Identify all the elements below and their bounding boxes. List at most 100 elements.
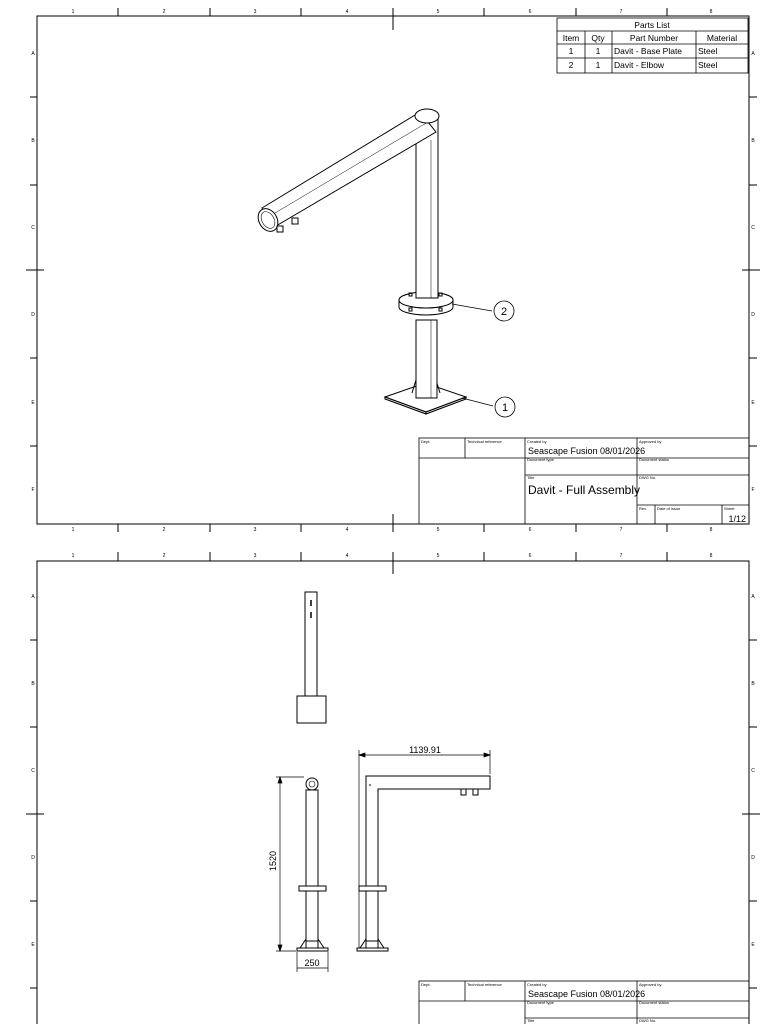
drawing-sheet-2: 1 2 3 4 5 6 7 8 A B C D E A B C D E (0, 544, 768, 1029)
zone-row-label: E (751, 942, 755, 948)
zone-col-label: 7 (620, 527, 623, 533)
tb-label: Document type (527, 457, 555, 462)
tb-label: DWG No. (639, 1018, 656, 1023)
zone-col-label: 5 (437, 527, 440, 533)
zone-col-label: 8 (710, 9, 713, 15)
title-block (418, 437, 750, 525)
title-block (418, 980, 750, 1029)
tb-created-by: Seascape Fusion 08/01/2026 (528, 446, 645, 456)
zone-row-label: E (751, 400, 755, 406)
zone-col-label: 8 (710, 527, 713, 533)
zone-row-label: B (751, 138, 755, 144)
zone-row-label: B (31, 681, 35, 687)
tb-label: Created by (527, 982, 547, 987)
zone-row-label: D (751, 312, 755, 318)
zone-row-label: E (31, 400, 35, 406)
drawing-border (36, 560, 750, 1029)
davit-isometric-view (257, 108, 468, 415)
zone-col-label: 2 (163, 553, 166, 559)
zone-row-label: D (31, 855, 35, 861)
sheet-1-svg: 1 2 3 4 5 6 7 8 1 2 3 4 5 6 7 8 A B C D … (26, 8, 760, 533)
tb-label: DWG No. (639, 475, 656, 480)
zone-row-label: A (31, 51, 35, 57)
parts-list-cell: Steel (698, 46, 717, 56)
parts-list-cell: 1 (596, 46, 601, 56)
zone-col-label: 5 (437, 9, 440, 15)
davit-front-view (296, 777, 329, 952)
parts-list-header: Part Number (630, 33, 678, 43)
zone-row-label: F (31, 487, 34, 493)
tb-label: Document type (527, 1000, 555, 1005)
tb-sheet: 1/12 (728, 514, 746, 524)
zone-row-label: D (751, 855, 755, 861)
tb-label: Rev. (639, 506, 647, 511)
dimension-height-label: 1520 (268, 851, 278, 871)
tb-label: Dept. (421, 439, 431, 444)
zone-col-label: 6 (529, 9, 532, 15)
balloon-label: 1 (502, 402, 508, 414)
zone-col-label: 6 (529, 527, 532, 533)
zone-row-label: B (751, 681, 755, 687)
parts-list-table (556, 17, 749, 74)
drawing-sheet-1: 1 2 3 4 5 6 7 8 1 2 3 4 5 6 7 8 A B C D … (26, 8, 760, 533)
zone-ticks-top (26, 8, 760, 532)
parts-list-cell: 1 (569, 46, 574, 56)
zone-col-label: 3 (254, 9, 257, 15)
tb-label: Document status (639, 457, 669, 462)
zone-row-label: C (751, 225, 755, 231)
dimension-width (357, 750, 492, 948)
balloon-label: 2 (501, 306, 507, 318)
zone-row-label: F (751, 487, 754, 493)
parts-list-header: Qty (591, 33, 605, 43)
zone-row-label: A (751, 594, 755, 600)
tb-label: Technical reference (467, 439, 502, 444)
zone-ticks-top (26, 552, 760, 989)
tb-label: Approved by (639, 439, 661, 444)
davit-side-view (356, 775, 491, 952)
zone-col-label: 1 (72, 9, 75, 15)
tb-label: Sheet (724, 506, 735, 511)
parts-list-cell: Davit - Elbow (614, 60, 665, 70)
dimension-base (296, 952, 329, 972)
zone-col-label: 4 (346, 527, 349, 533)
zone-col-label: 2 (163, 9, 166, 15)
parts-list-title: Parts List (634, 20, 670, 30)
tb-label: Title (527, 1018, 535, 1023)
tb-label: Created by (527, 439, 547, 444)
parts-list-cell: 1 (596, 60, 601, 70)
zone-col-label: 5 (437, 553, 440, 559)
dimension-height (276, 775, 304, 953)
tb-title: Davit - Full Assembly (528, 483, 640, 497)
zone-col-label: 7 (620, 553, 623, 559)
tb-label: Technical reference (467, 982, 502, 987)
tb-label: Title (527, 475, 535, 480)
tb-label: Document status (639, 1000, 669, 1005)
zone-col-label: 2 (163, 527, 166, 533)
dimension-base-label: 250 (304, 958, 319, 968)
zone-row-label: A (751, 51, 755, 57)
zone-col-label: 1 (72, 527, 75, 533)
zone-col-label: 3 (254, 553, 257, 559)
tb-created-by: Seascape Fusion 08/01/2026 (528, 989, 645, 999)
zone-row-label: A (31, 594, 35, 600)
zone-col-label: 3 (254, 527, 257, 533)
zone-row-label: E (31, 942, 35, 948)
zone-row-label: C (31, 225, 35, 231)
parts-list-cell: 2 (569, 60, 574, 70)
parts-list-header: Material (707, 33, 737, 43)
balloon-leaders (451, 300, 516, 418)
dimension-width-label: 1139.91 (409, 745, 441, 755)
zone-col-label: 7 (620, 9, 623, 15)
zone-col-label: 4 (346, 9, 349, 15)
tb-label: Date of issue (657, 506, 681, 511)
davit-top-view (296, 591, 327, 724)
zone-row-label: B (31, 138, 35, 144)
zone-col-label: 1 (72, 553, 75, 559)
tb-label: Dept. (421, 982, 431, 987)
zone-row-label: C (751, 768, 755, 774)
zone-row-label: D (31, 312, 35, 318)
parts-list-cell: Davit - Base Plate (614, 46, 682, 56)
zone-col-label: 8 (710, 553, 713, 559)
parts-list-cell: Steel (698, 60, 717, 70)
sheet-2-svg: 1 2 3 4 5 6 7 8 A B C D E A B C D E (26, 552, 760, 1029)
